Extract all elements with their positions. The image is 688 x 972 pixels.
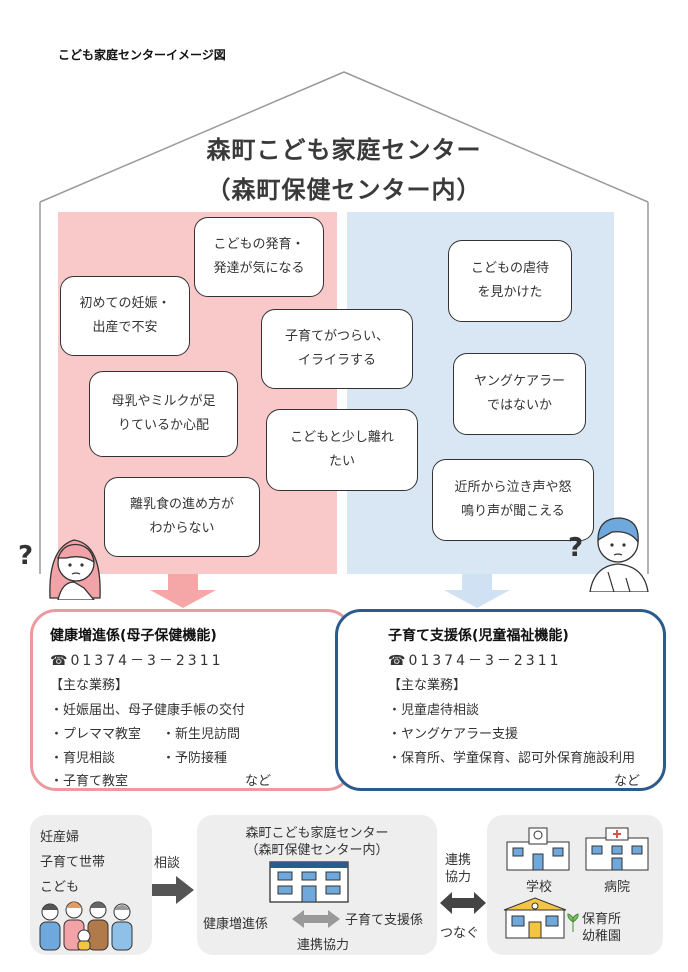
health-box-item: ・妊娠届出、母子健康手帳の交付 <box>50 703 246 718</box>
worry-bubble-crying-voices: 近所から泣き声や怒鳴り声が聞こえる <box>432 459 594 541</box>
user-families: 子育て世帯 <box>40 855 106 870</box>
house-roof <box>39 71 649 203</box>
user-children: こども <box>40 880 80 895</box>
bubble-line: こどもの虐待 <box>470 261 549 276</box>
pink-down-arrow <box>150 574 216 608</box>
health-box-etc: など <box>245 774 272 789</box>
sprout-icon <box>567 913 579 932</box>
house-title-line1: 森町こども家庭センター <box>206 136 482 164</box>
support-box-etc: など <box>614 774 641 789</box>
health-box-title: 健康増進係(母子保健機能) <box>50 628 217 644</box>
bubble-line: ヤングケアラー <box>473 374 565 389</box>
center-panel-title: 森町こども家庭センター <box>245 826 389 841</box>
support-box-heading: 【主な業務】 <box>388 678 467 693</box>
link-label-line1: 連携 <box>445 853 472 868</box>
health-box-item: ・新生児訪問 <box>162 727 241 742</box>
health-box-item: ・子育て教室 <box>50 774 129 789</box>
center-support-section: 子育て支援係 <box>345 913 424 928</box>
health-box-phone: ☎01374－3－2311 <box>50 653 224 669</box>
bubble-line: 出産で不安 <box>92 320 158 335</box>
school-label: 学校 <box>526 880 553 895</box>
support-box-phone: ☎01374－3－2311 <box>388 653 562 669</box>
external-link-arrow <box>440 892 486 914</box>
worry-bubble-baby-food: 離乳食の進め方がわからない <box>104 477 260 557</box>
bubble-line: こどもの発育・ <box>213 237 305 252</box>
svg-text:?: ? <box>18 541 33 571</box>
center-health-section: 健康増進係 <box>203 917 269 932</box>
connect-label: つなぐ <box>440 926 480 941</box>
kindergarten-label: 幼稚園 <box>582 929 622 944</box>
bubble-line: 初めての妊娠・ <box>79 296 171 311</box>
bubble-line: 発達が気になる <box>213 261 305 276</box>
center-cooperation-label: 連携協力 <box>297 938 350 953</box>
support-box-title: 子育て支援係(児童福祉機能) <box>388 628 569 644</box>
support-box-item: ・ヤングケアラー支援 <box>388 727 519 742</box>
bubble-line: ではないか <box>486 398 552 413</box>
bubble-line: たい <box>328 454 355 469</box>
worry-bubble-parenting-stress: 子育てがつらい、イライラする <box>261 309 413 389</box>
building-icon <box>269 861 349 903</box>
center-panel-subtitle: （森町保健センター内） <box>245 843 389 858</box>
page-caption: こども家庭センターイメージ図 <box>58 48 226 62</box>
bubble-line: 離乳食の進め方が <box>129 497 234 512</box>
health-box-item: ・予防接種 <box>162 751 228 766</box>
health-promotion-box: 健康増進係(母子保健機能) ☎01374－3－2311 【主な業務】 ・妊娠届出… <box>30 609 353 791</box>
bubble-line: りているか心配 <box>117 418 209 433</box>
worry-bubble-development: こどもの発育・発達が気になる <box>194 217 324 297</box>
family-illustration <box>39 901 133 951</box>
hospital-icon <box>585 827 649 871</box>
consult-label: 相談 <box>154 856 181 871</box>
svg-text:?: ? <box>568 533 583 563</box>
nursery-label: 保育所 <box>582 912 622 927</box>
mother-illustration: ? <box>18 539 101 600</box>
school-icon <box>506 827 570 871</box>
child-support-box: 子育て支援係(児童福祉機能) ☎01374－3－2311 【主な業務】 ・児童虐… <box>335 609 666 791</box>
worry-bubble-break: こどもと少し離れたい <box>266 409 418 491</box>
worry-bubble-young-carer: ヤングケアラーではないか <box>453 353 586 435</box>
bubble-line: わからない <box>149 521 215 536</box>
support-box-item: ・児童虐待相談 <box>388 703 480 718</box>
worry-bubble-milk: 母乳やミルクが足りているか心配 <box>89 371 238 457</box>
bubble-line: 鳴り声が聞こえる <box>461 504 565 519</box>
internal-cooperation-arrow <box>292 910 340 928</box>
bubble-line: イライラする <box>297 353 376 368</box>
health-box-item: ・育児相談 <box>50 751 116 766</box>
health-box-heading: 【主な業務】 <box>50 678 129 693</box>
father-illustration: ? <box>568 517 649 592</box>
bubble-line: 母乳やミルクが足 <box>111 394 216 409</box>
blue-down-arrow <box>444 574 510 608</box>
worry-bubble-pregnancy: 初めての妊娠・出産で不安 <box>60 276 190 356</box>
nursery-icon <box>503 897 567 939</box>
consult-arrow <box>152 876 194 904</box>
bubble-line: 近所から泣き声や怒 <box>454 480 572 495</box>
user-pregnant: 妊産婦 <box>40 830 80 845</box>
health-box-item: ・プレママ教室 <box>50 727 142 742</box>
hospital-label: 病院 <box>604 880 631 895</box>
support-box-item: ・保育所、学童保育、認可外保育施設利用 <box>388 751 636 766</box>
bubble-line: こどもと少し離れ <box>290 430 394 445</box>
link-label-line2: 協力 <box>445 870 472 885</box>
bubble-line: を見かけた <box>477 285 543 300</box>
house-title-line2: （森町保健センター内） <box>206 176 482 204</box>
worry-bubble-abuse: こどもの虐待を見かけた <box>448 240 572 322</box>
bubble-line: 子育てがつらい、 <box>284 329 389 344</box>
